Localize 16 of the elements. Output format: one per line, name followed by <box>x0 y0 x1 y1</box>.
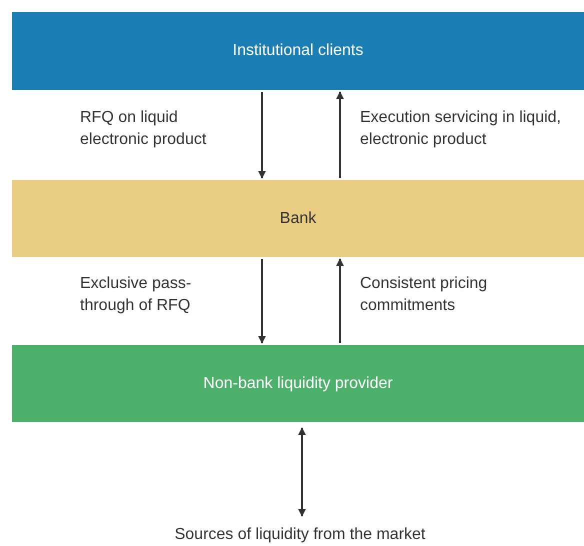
edge-label: Consistent pricing commitments <box>360 274 488 316</box>
bank-band <box>12 180 584 257</box>
arrow <box>258 92 266 179</box>
client-band <box>12 12 584 90</box>
band-label: Non-bank liquidity provider <box>203 374 393 392</box>
arrow <box>298 427 306 517</box>
edge-label: Execution servicing in liquid, electronic product <box>360 108 562 150</box>
arrow <box>258 259 266 344</box>
band-label: Bank <box>280 210 316 228</box>
edge-label: Exclusive pass-through of RFQ <box>80 274 192 316</box>
market-label: Sources of liquidity from the market <box>174 526 426 544</box>
arrow <box>336 258 344 343</box>
edge-label: RFQ on liquid electronic product <box>80 108 208 150</box>
provider-band <box>12 345 584 422</box>
band-label: Institutional clients <box>232 42 364 60</box>
arrow <box>336 91 344 178</box>
